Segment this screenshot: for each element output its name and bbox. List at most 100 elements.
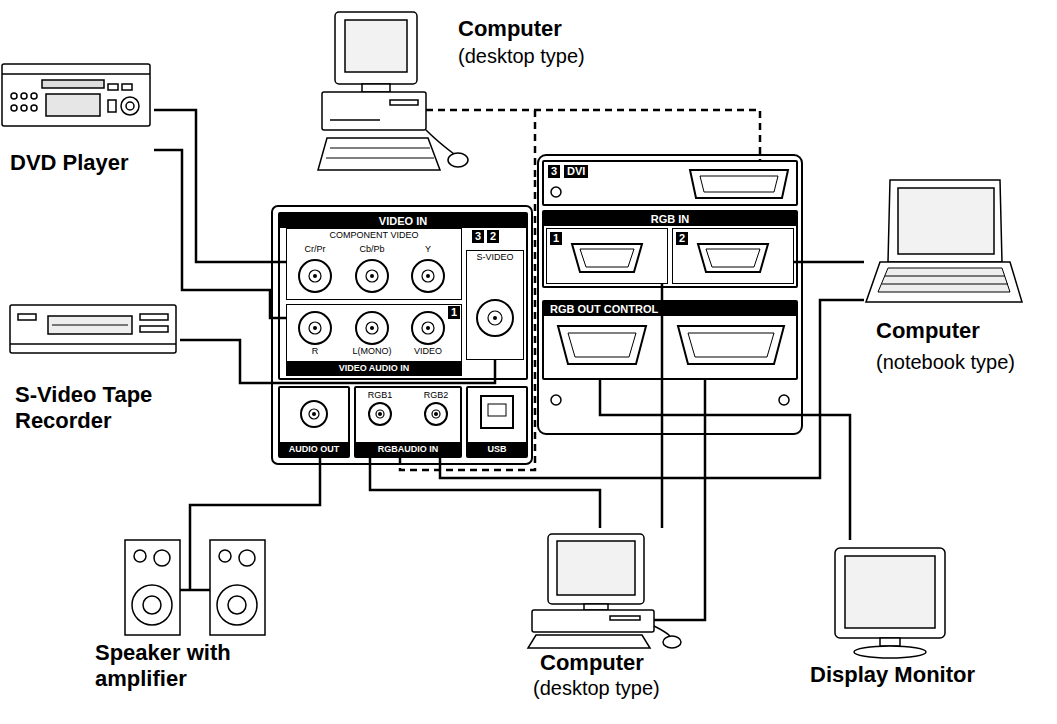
speaker-drawing [125,540,180,635]
rgb-in: RGB IN12 [542,210,798,288]
rca-jack [493,316,497,320]
speaker-drawing [228,596,246,614]
desktop-computer-drawing [528,534,681,648]
rgb-in-port: 2 [672,228,794,284]
usb-socket [481,396,513,428]
d-sub-port [580,249,634,267]
d-sub-port [558,170,788,364]
rca-jack [477,300,513,336]
desktop-computer-drawing [610,616,640,620]
display-monitor-drawing [854,646,926,658]
rca-jack [370,274,374,278]
rca-jack [299,260,513,427]
cable [440,300,864,478]
device-label: COMPONENT VIDEO [287,230,461,241]
d-sub-port [700,176,778,192]
audio-out: AUDIO OUT [278,386,350,458]
section-number: 2 [487,230,499,243]
cable [154,150,286,318]
dvd-player-drawing [2,73,150,75]
rca-jack [432,410,440,418]
device-label: Speaker with amplifier [95,640,300,692]
desktop-computer-drawing [663,636,681,648]
speaker-cable [180,530,210,590]
desktop-computer-drawing [548,534,644,604]
desktop-computer-drawing [326,158,434,159]
section-title: USB [468,442,526,456]
notebook-computer-drawing [888,180,1002,262]
device-label: Computer [458,16,562,42]
dashed-cable [426,110,593,180]
tape-recorder: S-Video Tape Recorder [5,300,180,435]
d-sub-port [706,249,760,267]
dvd-player-drawing [21,105,27,111]
jack-label: L(MONO) [347,346,397,357]
port-number: 1 [550,232,562,245]
jack-label: Y [403,244,453,255]
rca-jack [366,322,378,334]
jack-label: R [290,346,340,357]
cable [593,110,760,160]
port-number: DVI [564,165,588,178]
desktop-computer-drawing [330,119,380,121]
jack-label: Cr/Pr [290,244,340,255]
rca-jack [366,270,378,282]
rca-jack [369,403,391,425]
rca-jack [378,412,382,416]
rca-jack [299,260,331,292]
component-video-jacks: COMPONENT VIDEO [286,228,462,300]
desktop-computer-drawing [557,541,635,595]
rca-jack [309,270,321,282]
rca-jack [422,270,434,282]
projector-panel [538,155,802,434]
dvi-input: 3DVI [542,160,798,206]
rca-jack [425,403,447,425]
notebook-computer-drawing [866,180,1022,302]
rca-jack [356,312,388,344]
rca-jack [309,322,321,334]
desktop-computer-drawing [390,100,418,105]
control-cable [654,528,705,620]
d-sub-port [558,326,646,364]
display-monitor: Display Monitor [780,540,1005,700]
dvd-player-drawing [108,84,118,90]
tape-recorder-drawing [10,305,176,353]
device-label: S-VIDEO [467,252,523,263]
dvd-player-drawing [42,80,104,88]
desktop-computer-drawing [335,12,417,84]
speaker-cable [180,589,210,592]
tape-recorder-drawing [140,314,168,320]
device-label: (desktop type) [533,676,660,700]
speaker-drawing [217,585,257,625]
desktop-computer: Computer(desktop type) [515,528,715,722]
display-monitor-drawing [880,638,900,646]
desktop-computer-drawing [532,610,654,632]
device-label: DVD Player [10,150,129,176]
rca-jack [426,274,430,278]
dvd-player-drawing [11,93,17,99]
rca-jack [301,401,327,427]
device-label: Display Monitor [810,662,975,688]
rca-jack [356,260,388,292]
device-label: (notebook type) [876,350,1015,374]
rgb-in-port: 1 [546,228,668,284]
dvd-player-drawing [121,97,139,115]
cable [600,380,850,540]
speaker-drawing [239,550,255,566]
speaker-drawing [219,550,231,562]
jack-label: RGB2 [418,390,454,401]
desktop-computer-drawing [345,20,407,72]
dashed-cable [534,110,537,180]
tape-recorder-drawing [10,305,176,353]
dvd-player-drawing [21,93,27,99]
video-audio-jacks: VIDEO AUDIO IN [286,304,462,376]
control-cable [654,528,705,620]
cable [704,380,707,528]
section-number: 3 [472,230,484,243]
speaker-drawing [132,585,172,625]
rca-jack [299,312,331,344]
rgb-out-control: RGB OUT CONTROL [542,300,798,380]
desktop-computer-drawing [448,153,468,167]
desktop-computer-drawing [426,130,454,154]
